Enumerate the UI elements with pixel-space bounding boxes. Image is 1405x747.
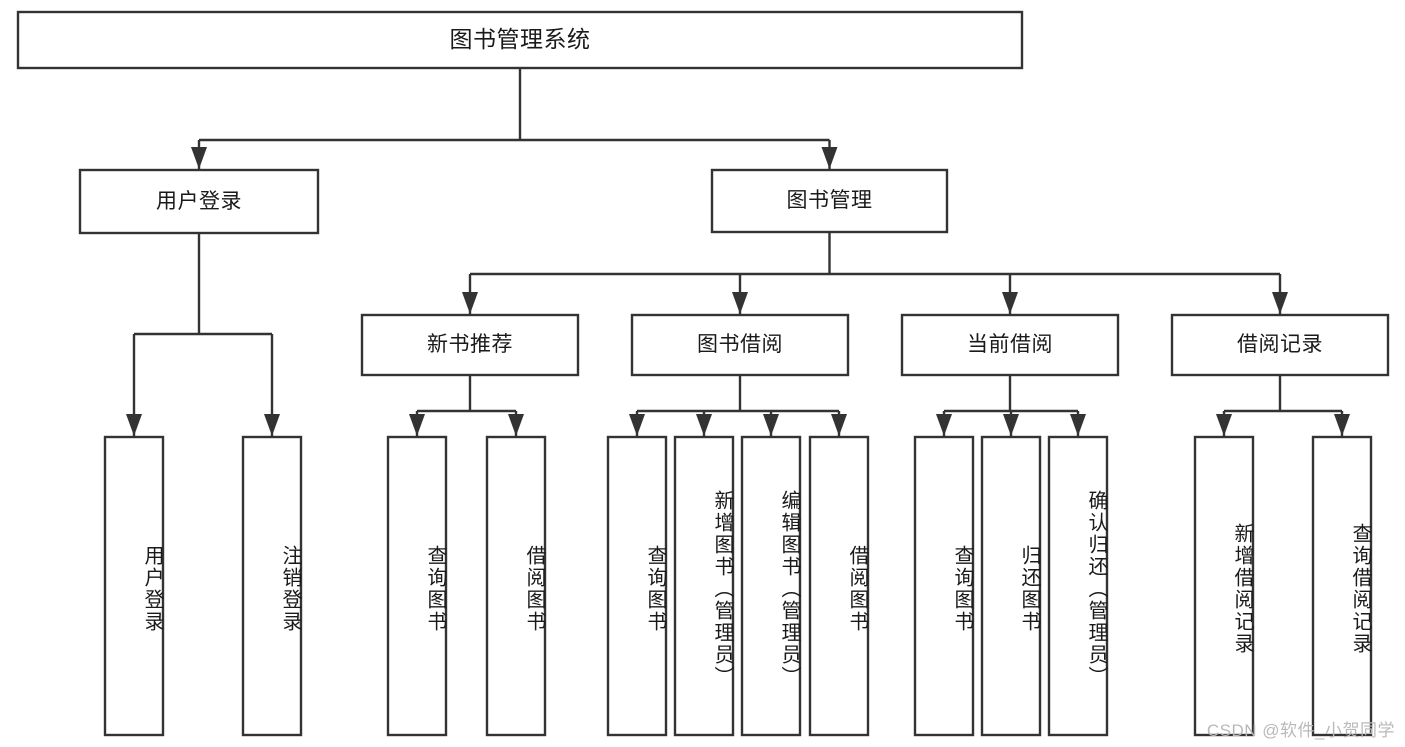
node-box-leaf_3[interactable]	[485, 435, 547, 737]
node-box-l2_3[interactable]	[1170, 313, 1390, 377]
arrow-head-icon	[763, 414, 779, 436]
node-box-leaf_6[interactable]	[740, 435, 802, 737]
arrow-head-icon	[1216, 414, 1232, 436]
connector-layer	[126, 68, 1350, 436]
arrow-head-icon	[629, 414, 645, 436]
node-box-l2_1[interactable]	[630, 313, 850, 377]
arrow-head-icon	[936, 414, 952, 436]
node-box-l1_1[interactable]	[710, 168, 949, 234]
node-box-leaf_9[interactable]	[980, 435, 1042, 737]
node-box-leaf_8[interactable]	[913, 435, 975, 737]
arrow-head-icon	[831, 414, 847, 436]
arrow-head-icon	[508, 414, 524, 436]
node-box-l1_0[interactable]	[78, 168, 320, 235]
arrow-head-icon	[821, 147, 838, 169]
arrow-head-icon	[409, 414, 425, 436]
node-box-leaf_12[interactable]	[1311, 435, 1373, 737]
node-box-leaf_5[interactable]	[673, 435, 735, 737]
node-box-leaf_4[interactable]	[606, 435, 668, 737]
arrow-head-icon	[1003, 414, 1019, 436]
arrow-head-icon	[191, 147, 207, 169]
arrow-head-icon	[462, 292, 478, 314]
arrow-head-icon	[264, 414, 280, 436]
node-box-l2_0[interactable]	[360, 313, 580, 377]
arrow-head-icon	[1334, 414, 1350, 436]
arrow-head-icon	[1070, 414, 1086, 436]
arrow-head-icon	[126, 414, 142, 436]
arrow-head-icon	[1272, 292, 1288, 314]
arrow-head-icon	[696, 414, 712, 436]
node-box-l2_2[interactable]	[900, 313, 1120, 377]
node-box-leaf_7[interactable]	[808, 435, 870, 737]
node-box-leaf_10[interactable]	[1047, 435, 1109, 737]
node-box-leaf_1[interactable]	[241, 435, 303, 737]
node-box-leaf_2[interactable]	[386, 435, 448, 737]
arrow-head-icon	[1002, 292, 1018, 314]
box-layer	[16, 10, 1390, 737]
arrow-head-icon	[732, 292, 748, 314]
node-box-leaf_0[interactable]	[103, 435, 165, 737]
node-box-root[interactable]	[16, 10, 1024, 70]
node-box-leaf_11[interactable]	[1193, 435, 1255, 737]
